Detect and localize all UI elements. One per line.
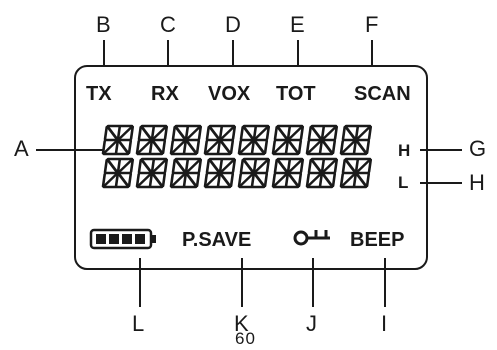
segment-digit: [169, 157, 203, 189]
callout-h: H: [469, 170, 485, 195]
page-number: 60: [235, 329, 256, 348]
segment-digit: [339, 157, 373, 189]
segment-digit: [135, 157, 169, 189]
callout-b: B: [96, 12, 111, 37]
indicator-scan: SCAN: [354, 83, 411, 105]
indicator-high-power: H: [398, 141, 411, 160]
key-lock-icon: [293, 230, 330, 246]
callout-j: J: [306, 311, 317, 336]
indicator-vox: VOX: [208, 83, 251, 105]
segment-digit-display: [101, 124, 373, 189]
indicator-tx: TX: [86, 83, 112, 105]
indicator-psave: P.SAVE: [182, 229, 252, 251]
segment-digit: [203, 124, 237, 156]
indicator-low-power: L: [398, 173, 409, 192]
segment-digit: [203, 157, 237, 189]
battery-icon: [89, 228, 156, 250]
segment-digit: [101, 124, 135, 156]
segment-digit: [271, 157, 305, 189]
segment-digit: [237, 157, 271, 189]
segment-digit: [135, 124, 169, 156]
callout-i: I: [381, 311, 388, 336]
indicator-tot: TOT: [276, 83, 316, 105]
callout-f: F: [365, 12, 379, 37]
callout-e: E: [290, 12, 305, 37]
segment-digit: [271, 124, 305, 156]
callout-c: C: [160, 12, 176, 37]
segment-digit: [169, 124, 203, 156]
indicator-beep: BEEP: [350, 229, 405, 251]
segment-digit: [101, 157, 135, 189]
callout-g: G: [469, 136, 487, 161]
callout-a: A: [14, 136, 29, 161]
lcd-frame: [74, 65, 428, 270]
callout-d: D: [225, 12, 241, 37]
callout-l: L: [132, 311, 145, 336]
segment-digit: [339, 124, 373, 156]
indicator-rx: RX: [151, 83, 179, 105]
segment-digit: [237, 124, 271, 156]
segment-digit: [305, 124, 339, 156]
callout-k: K: [234, 311, 249, 336]
segment-digit: [305, 157, 339, 189]
